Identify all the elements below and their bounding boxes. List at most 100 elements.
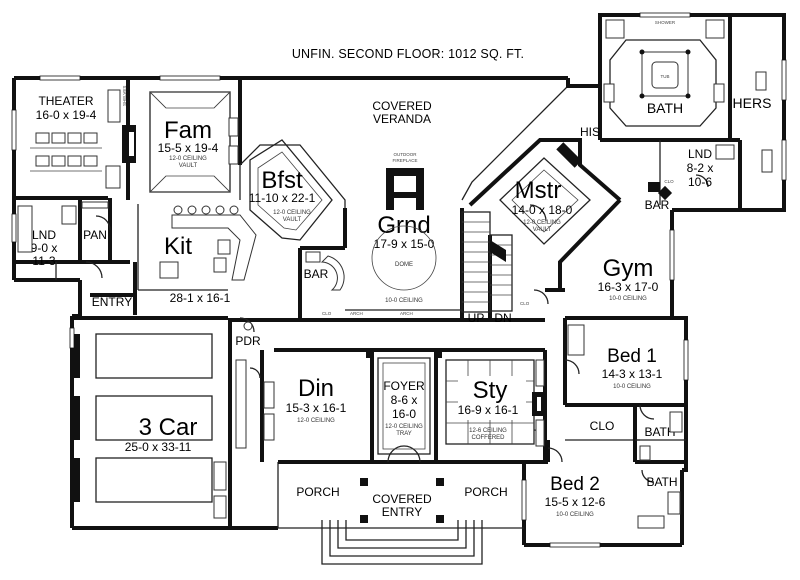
svg-text:VAULT: VAULT xyxy=(283,217,302,223)
bedroom-2: Bed 2 15-5 x 12-6 10-0 CEILING BATH xyxy=(545,445,681,529)
svg-text:VAULT: VAULT xyxy=(179,163,198,169)
svg-text:12-0 CEILING: 12-0 CEILING xyxy=(523,220,561,226)
foyer: FOYER 8-6 x 16-0 12-0 CEILING TRAY xyxy=(366,350,442,455)
master-bath-label: BATH xyxy=(647,100,683,116)
breakfast: Bfst 11-10 x 22-1 12-0 CEILING VAULT xyxy=(249,139,333,241)
covered-entry-line2: ENTRY xyxy=(382,505,422,519)
foyer-dim2: 16-0 xyxy=(392,407,416,421)
bar2-label: BAR xyxy=(645,198,670,212)
foyer-label: FOYER xyxy=(383,379,425,393)
family-room: Fam 15-5 x 19-4 12-0 CEILING VAULT xyxy=(122,91,239,193)
svg-text:TRAY: TRAY xyxy=(396,431,412,437)
theater-seats xyxy=(30,132,102,172)
theater-dim: 16-0 x 19-4 xyxy=(36,108,97,122)
porch-right-label: PORCH xyxy=(464,485,507,499)
svg-text:CLO: CLO xyxy=(322,311,332,316)
grnd-dim: 17-9 x 15-0 xyxy=(374,237,435,251)
svg-text:10-0 CEILING: 10-0 CEILING xyxy=(385,298,423,304)
outdoor-fireplace-icon xyxy=(386,168,424,210)
fam-dim: 15-5 x 19-4 xyxy=(158,141,219,155)
bed1-label: Bed 1 xyxy=(607,346,657,367)
veranda-line1: COVERED xyxy=(372,99,432,113)
svg-text:10-0 CEILING: 10-0 CEILING xyxy=(609,296,647,302)
svg-text:10-0 CEILING: 10-0 CEILING xyxy=(556,512,594,518)
veranda-line2: VERANDA xyxy=(373,112,431,126)
bar-label: BAR xyxy=(304,267,329,281)
garage-dim: 25-0 x 33-11 xyxy=(125,440,192,454)
pdr-label: PDR xyxy=(235,334,261,348)
svg-text:ARCH: ARCH xyxy=(400,311,413,316)
grnd-label: Grnd xyxy=(377,212,430,239)
clo-bed1-label: CLO xyxy=(590,419,615,433)
svg-text:12-0 CEILING: 12-0 CEILING xyxy=(273,210,311,216)
kit-dim: 28-1 x 16-1 xyxy=(170,291,231,305)
entry-label: ENTRY xyxy=(92,295,132,309)
mstr-dim: 14-0 x 18-0 xyxy=(512,203,573,217)
svg-text:SHELVES: SHELVES xyxy=(122,86,127,106)
kitchen: Kit 28-1 x 16-1 xyxy=(137,204,257,305)
up-label: UP xyxy=(468,311,485,325)
bath-bed1-label: BATH xyxy=(644,425,675,439)
svg-text:12-0 CEILING: 12-0 CEILING xyxy=(297,418,335,424)
svg-text:TUB: TUB xyxy=(661,74,670,79)
garage-label: 3 Car xyxy=(139,414,198,441)
dining-room: PDR Din 15-3 x 16-1 12-0 CEILING xyxy=(235,321,347,449)
master-bedroom: Mstr 14-0 x 18-0 12-0 CEILING VAULT HIS xyxy=(499,125,600,245)
din-label: Din xyxy=(298,375,334,402)
bfst-label: Bfst xyxy=(261,167,303,194)
svg-text:SHOWER: SHOWER xyxy=(655,20,676,25)
study-fireplace-icon xyxy=(532,392,544,416)
plan-header: UNFIN. SECOND FLOOR: 1012 SQ. FT. xyxy=(292,47,524,61)
svg-text:12-0 CEILING: 12-0 CEILING xyxy=(385,424,423,430)
front-porches: PORCH PORCH COVERED ENTRY xyxy=(296,478,508,565)
covered-entry-line1: COVERED xyxy=(372,492,432,506)
svg-text:DOME: DOME xyxy=(395,262,413,268)
svg-text:CLO: CLO xyxy=(520,301,530,306)
laundry-pantry: LND 9-0 x 11-3 PAN ENTRY xyxy=(17,201,132,309)
bed2-dim: 15-5 x 12-6 xyxy=(545,495,606,509)
din-dim: 15-3 x 16-1 xyxy=(286,401,347,415)
mstr-label: Mstr xyxy=(515,177,562,204)
kitchen-island xyxy=(171,205,257,281)
fam-label: Fam xyxy=(164,117,212,144)
theater-room: THEATER 16-0 x 19-4 SHELVES xyxy=(30,86,127,189)
garage: 3 Car 25-0 x 33-11 xyxy=(72,333,227,519)
bed1-dim: 14-3 x 13-1 xyxy=(602,367,663,381)
sty-label: Sty xyxy=(473,377,508,404)
sty-dim: 16-9 x 16-1 xyxy=(458,403,519,417)
lnd-master-dim1: 8-2 x xyxy=(687,161,714,175)
lnd-label: LND xyxy=(32,228,56,242)
bath-bed2-label: BATH xyxy=(646,475,677,489)
svg-text:12-0 CEILING: 12-0 CEILING xyxy=(169,156,207,162)
svg-text:FIREPLACE: FIREPLACE xyxy=(392,158,417,163)
gym-dim: 16-3 x 17-0 xyxy=(598,280,659,294)
fam-fireplace-icon xyxy=(122,125,136,163)
master-fireplace-icon xyxy=(556,142,582,168)
his-label: HIS xyxy=(580,125,600,139)
master-laundry: LND 8-2 x 10-6 CLO BAR xyxy=(645,144,735,212)
pan-label: PAN xyxy=(83,228,107,242)
svg-text:10-0 CEILING: 10-0 CEILING xyxy=(613,384,651,390)
svg-text:VAULT: VAULT xyxy=(533,227,552,233)
bfst-dim: 11-10 x 22-1 xyxy=(249,191,316,205)
lnd-dim1: 9-0 x xyxy=(31,241,58,255)
great-room: Grnd 17-9 x 15-0 DOME 10-0 CEILING BAR C… xyxy=(304,212,437,316)
study: Sty 16-9 x 16-1 12-6 CEILING COFFERED xyxy=(445,359,545,447)
gym-label: Gym xyxy=(603,255,654,282)
bed2-label: Bed 2 xyxy=(550,474,600,495)
windows xyxy=(11,12,787,548)
bedroom-1: Bed 1 14-3 x 13-1 10-0 CEILING CLO BATH xyxy=(567,324,683,439)
svg-text:OUTDOOR: OUTDOOR xyxy=(394,152,418,157)
kit-label: Kit xyxy=(164,233,192,260)
lnd-dim2: 11-3 xyxy=(32,254,55,268)
svg-text:ARCH: ARCH xyxy=(350,311,363,316)
clo-mstr-label: CLO xyxy=(664,179,674,184)
theater-label: THEATER xyxy=(38,94,93,108)
svg-text:12-6 CEILING: 12-6 CEILING xyxy=(469,428,507,434)
master-bath: TUB BATH SHOWER HERS xyxy=(603,19,773,173)
porch-left-label: PORCH xyxy=(296,485,339,499)
foyer-dim1: 8-6 x xyxy=(391,393,418,407)
hers-label: HERS xyxy=(733,95,772,111)
gym: Gym 16-3 x 17-0 10-0 CEILING xyxy=(598,255,659,302)
